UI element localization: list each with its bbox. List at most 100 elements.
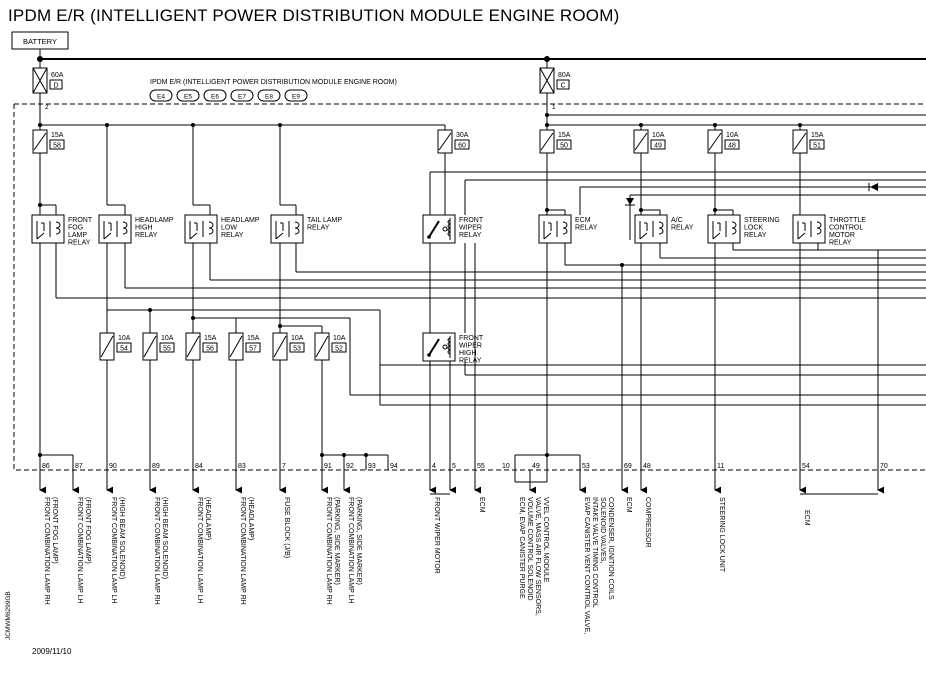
- fuse-id: 54: [120, 346, 128, 353]
- connector-pin: 93: [368, 463, 376, 470]
- fuse-id: 60: [458, 143, 466, 150]
- relay-label-line: CONTROL: [829, 225, 863, 232]
- destination-label: FRONT COMBINATION LAMP LH: [76, 497, 83, 604]
- connector-label: E7: [238, 94, 246, 101]
- relay-label-line: FRONT: [459, 335, 484, 342]
- connector-pill: [176, 89, 200, 102]
- destination-label: FRONT COMBINATION LAMP RH: [325, 497, 332, 605]
- destination-label: (FRONT FOG LAMP): [84, 497, 91, 564]
- connector-pin: 83: [238, 463, 246, 470]
- fuse-amp: 10A: [291, 335, 304, 342]
- destination-label: (PARKING, SIDE MARKER): [333, 497, 340, 585]
- fuse-id: 56: [206, 346, 214, 353]
- relay-label-line: RELAY: [459, 358, 482, 365]
- connector-pin: 4: [432, 463, 436, 470]
- destination-label: FRONT COMBINATION LAMP RH: [43, 497, 50, 605]
- relay-label-line: TAIL LAMP: [307, 217, 342, 224]
- connector-pin: 86: [42, 463, 50, 470]
- fuse-id: 49: [654, 143, 662, 150]
- connector-pin: 92: [346, 463, 354, 470]
- connector-pin: 53: [582, 463, 590, 470]
- destination-label: (HEADLAMP): [247, 497, 254, 540]
- destination-label: (HEADLAMP): [204, 497, 211, 540]
- connector-pin: 94: [390, 463, 398, 470]
- destination-label: COMPRESSOR: [644, 497, 651, 548]
- connector-pin: 84: [195, 463, 203, 470]
- relay-label-line: MOTOR: [829, 232, 855, 239]
- connector-pill: [257, 89, 281, 102]
- connector-pill: [284, 89, 308, 102]
- relay-label-line: LOCK: [744, 225, 763, 232]
- fuse-amp: 10A: [333, 335, 346, 342]
- pin-arrows: [39, 470, 885, 495]
- fuse-amp: 10A: [118, 335, 131, 342]
- fuse-id: 55: [163, 346, 171, 353]
- relay-label-line: LOW: [221, 225, 237, 232]
- fuse-id: D: [53, 83, 58, 90]
- fuse-amp: 80A: [558, 72, 571, 79]
- relay-label-line: FRONT: [459, 217, 484, 224]
- fuse-amp: 15A: [558, 132, 571, 139]
- fuse-id: 51: [813, 143, 821, 150]
- fuse-amp: 10A: [726, 132, 739, 139]
- relay-label-line: RELAY: [68, 240, 91, 247]
- destination-label: VALVE, MASS AIR FLOW SENSORS,: [534, 497, 541, 616]
- relay-label-line: HIGH: [135, 225, 153, 232]
- connector-pin: 54: [802, 463, 810, 470]
- destination-label: STEERING LOCK UNIT: [718, 497, 725, 573]
- fuse-amp: 15A: [204, 335, 217, 342]
- destination-label: INTAKE VALVE TIMING CONTROL: [591, 497, 598, 608]
- connector-pill: [203, 89, 227, 102]
- connector-pin: 89: [152, 463, 160, 470]
- destination-label: (HIGH BEAM SOLENOID): [118, 497, 125, 579]
- relay-label-line: RELAY: [744, 232, 767, 239]
- fuse-id: C: [560, 83, 565, 90]
- destination-label: EVAP CANISTER VENT CONTROL VALVE,: [583, 497, 590, 634]
- connector-pin: 87: [75, 463, 83, 470]
- connector-label: E8: [265, 94, 273, 101]
- relay-label-line: RELAY: [459, 232, 482, 239]
- destination-label: FRONT COMBINATION LAMP RH: [153, 497, 160, 605]
- relay-label-line: THROTTLE: [829, 217, 866, 224]
- connector-pin: 55: [477, 463, 485, 470]
- connector-pin: 90: [109, 463, 117, 470]
- fuse-id: 57: [249, 346, 257, 353]
- ipdm-module-boundary: [13, 103, 926, 471]
- relay-label-line: FRONT: [68, 217, 93, 224]
- connector-pill: [149, 89, 173, 102]
- relay-label-line: WIPER: [459, 225, 482, 232]
- relay-label-line: HEADLAMP: [135, 217, 174, 224]
- destination-label: (PARKING, SIDE MARKER): [355, 497, 362, 585]
- destination-label: VOLUME CONTROL SOLENOID: [526, 497, 533, 601]
- fuse-amp: 15A: [811, 132, 824, 139]
- fuse-id: 50: [560, 143, 568, 150]
- destination-label: SOLENOID VALVES,: [599, 497, 606, 563]
- connector-pin: 69: [624, 463, 632, 470]
- fuse-amp: 10A: [652, 132, 665, 139]
- connector-pin: 11: [717, 463, 724, 470]
- relay-label-line: RELAY: [829, 240, 852, 247]
- connector-pin: 70: [880, 463, 888, 470]
- connector-pin: 7: [282, 463, 286, 470]
- diagram-title: IPDM E/R (INTELLIGENT POWER DISTRIBUTION…: [8, 6, 620, 25]
- destination-label: FRONT COMBINATION LAMP RH: [239, 497, 246, 605]
- fuse-id: 52: [335, 346, 343, 353]
- fuse-amp: 60A: [51, 72, 64, 79]
- relay-label-line: HEADLAMP: [221, 217, 260, 224]
- relay-label-line: RELAY: [135, 232, 158, 239]
- connector-label: E9: [292, 94, 300, 101]
- connector-pin: 10: [502, 463, 510, 470]
- connector-pill: [230, 89, 254, 102]
- connector-pin: 48: [643, 463, 651, 470]
- connector-pin: 5: [452, 463, 456, 470]
- relay-label-line: RELAY: [575, 225, 598, 232]
- battery-label: BATTERY: [23, 37, 57, 46]
- destination-label: FUSE BLOCK (J/B): [283, 497, 290, 558]
- connector-label: E4: [157, 94, 165, 101]
- fuse-id: 53: [293, 346, 301, 353]
- destination-label: (FRONT FOG LAMP): [51, 497, 58, 564]
- destination-label: ECM, EVAP CANISTER PURGE: [518, 497, 525, 599]
- destination-label: FRONT COMBINATION LAMP LH: [196, 497, 203, 604]
- relay-label-line: RELAY: [307, 225, 330, 232]
